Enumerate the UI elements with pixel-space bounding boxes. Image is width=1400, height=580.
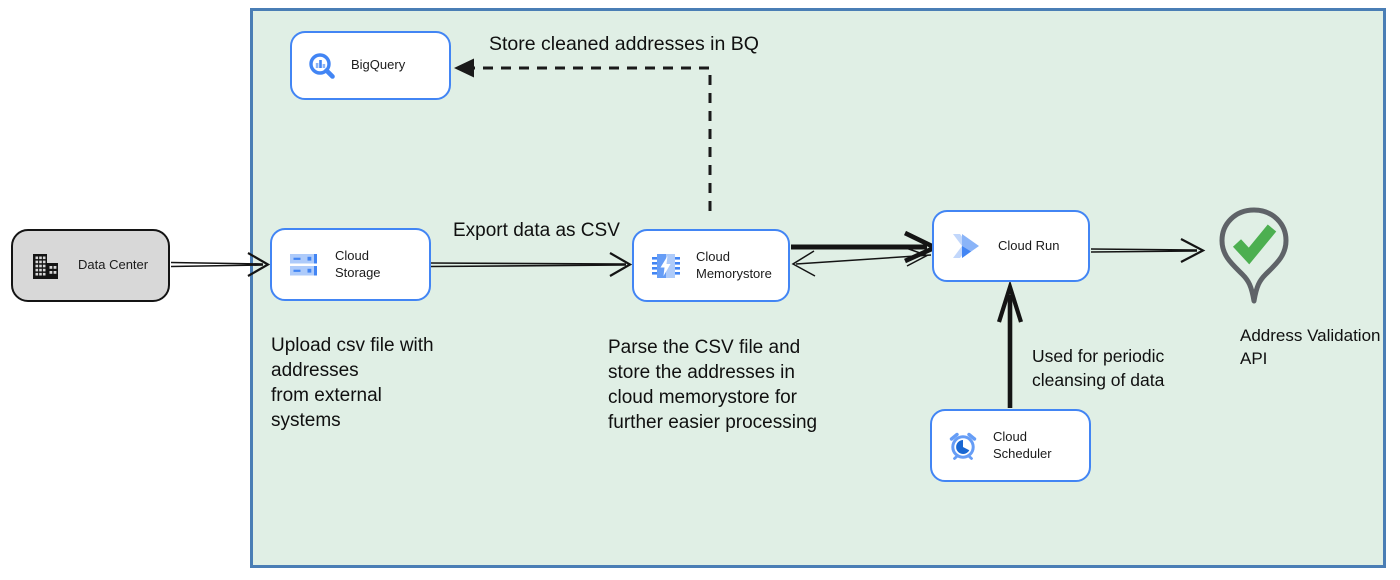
cloud-storage-icon	[289, 252, 321, 278]
node-label: Cloud Run	[998, 237, 1060, 253]
node-label: Data Center	[78, 257, 149, 273]
cloud-run-icon	[950, 232, 982, 260]
node-label: BigQuery	[351, 57, 406, 73]
node-address-validation-api[interactable]	[1218, 206, 1290, 313]
node-label: Cloud Memorystore	[696, 249, 772, 281]
node-label: Cloud Storage	[335, 248, 381, 280]
node-cloud-storage[interactable]: Cloud Storage	[270, 228, 431, 301]
annotation-parse-note: Parse the CSV file and store the address…	[608, 337, 818, 433]
annotation-upload-note: Upload csv file with addresses from exte…	[271, 335, 434, 431]
node-cloud-scheduler[interactable]: Cloud Scheduler	[930, 409, 1091, 482]
annotation-scheduler-note: Used for periodic cleansing of data	[1032, 346, 1165, 390]
annotation-export-csv: Export data as CSV	[453, 220, 620, 241]
node-bigquery[interactable]: BigQuery	[290, 31, 451, 100]
annotation-store-cleaned: Store cleaned addresses in BQ	[489, 33, 759, 55]
bigquery-icon	[307, 51, 337, 81]
node-label: Cloud Scheduler	[993, 429, 1052, 461]
scheduler-icon	[947, 430, 979, 462]
cloud-boundary-container	[250, 8, 1386, 568]
address-validation-api-label: Address Validation API	[1240, 326, 1381, 368]
memorystore-icon	[650, 251, 682, 281]
map-pin-check-icon	[1219, 207, 1289, 304]
node-data-center[interactable]: Data Center	[11, 229, 170, 302]
building-icon	[30, 251, 60, 281]
node-cloud-memorystore[interactable]: Cloud Memorystore	[632, 229, 790, 302]
node-cloud-run[interactable]: Cloud Run	[932, 210, 1090, 282]
